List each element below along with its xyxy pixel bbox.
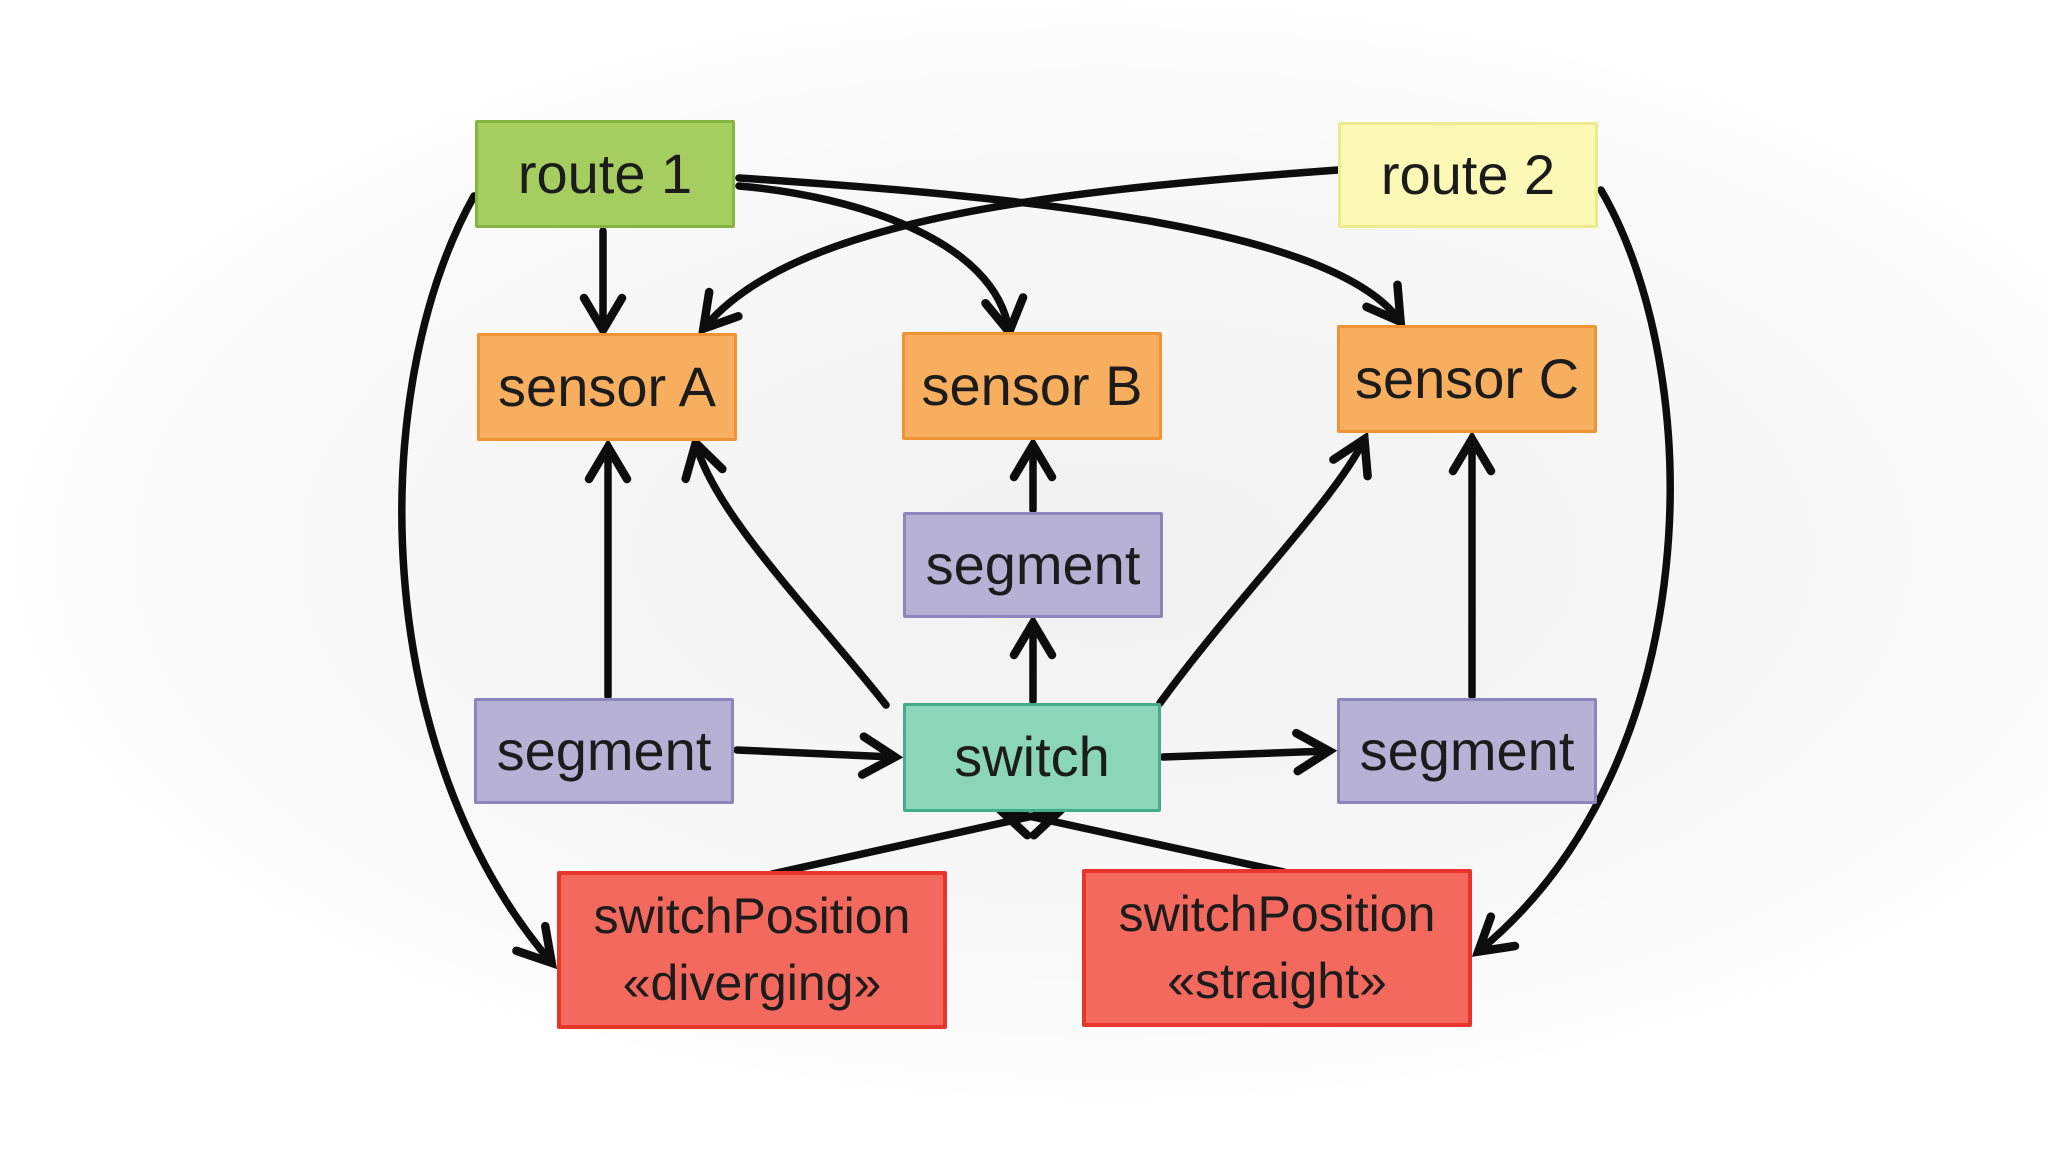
edge-route2-to-sensorA [704, 166, 1342, 328]
node-switchposition-diverging: switchPosition «diverging» [557, 871, 947, 1029]
edge-route1-to-switchposition-diverging [398, 192, 551, 962]
node-sensor-c-label: sensor C [1354, 346, 1580, 410]
node-switchposition-straight: switchPosition «straight» [1082, 869, 1472, 1027]
edge-switchposition-straight-to-switch [1001, 810, 1288, 876]
node-segment-right: segment [1337, 698, 1597, 804]
node-sensor-b-label: sensor B [921, 353, 1143, 417]
edge-switch-to-sensorA [696, 444, 890, 709]
edge-switchposition-diverging-to-switch [768, 810, 1060, 878]
node-switch: switch [903, 703, 1161, 812]
node-switch-label: switch [954, 725, 1110, 789]
edge-route2-to-switchposition-straight [1479, 186, 1674, 951]
node-sensor-a: sensor A [477, 333, 737, 441]
node-segment-middle-label: segment [925, 532, 1141, 596]
edge-switch-to-sensorC [1156, 440, 1364, 707]
node-route-2: route 2 [1338, 122, 1598, 228]
node-segment-left-label: segment [496, 718, 712, 782]
node-segment-right-label: segment [1359, 718, 1575, 782]
node-switchposition-diverging-stereotype: «diverging» [622, 955, 882, 1011]
edge-route1-to-sensorB [735, 182, 1009, 331]
node-switchposition-straight-stereotype: «straight» [1167, 953, 1387, 1009]
node-route-2-label: route 2 [1380, 142, 1556, 206]
node-segment-left: segment [474, 698, 734, 804]
node-switchposition-straight-label: switchPosition [1118, 885, 1436, 942]
node-sensor-a-label: sensor A [498, 354, 716, 418]
node-route-1: route 1 [475, 120, 735, 228]
edge-route1-to-sensorC [735, 174, 1400, 321]
edge-segmentL-to-switch [733, 750, 894, 757]
node-sensor-c: sensor C [1337, 325, 1597, 433]
edge-switch-to-segmentR [1159, 751, 1328, 757]
node-segment-middle: segment [903, 512, 1163, 618]
node-route-1-label: route 1 [517, 141, 693, 205]
node-switchposition-diverging-label: switchPosition [593, 887, 911, 944]
node-sensor-b: sensor B [902, 332, 1162, 440]
